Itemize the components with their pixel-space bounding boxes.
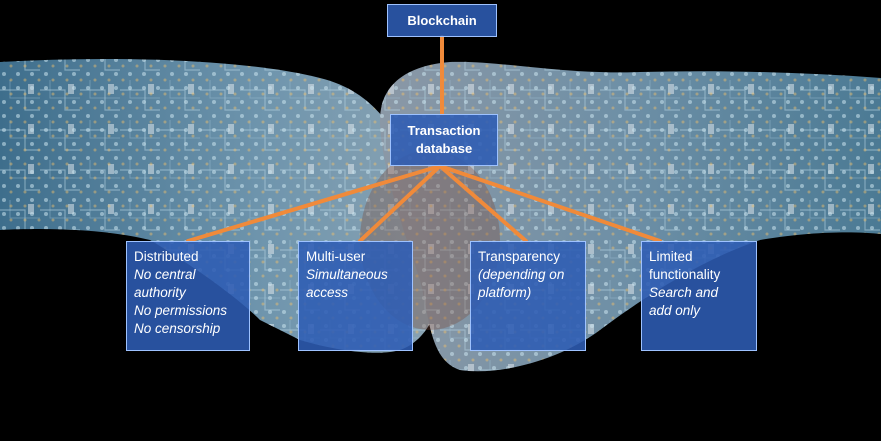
feature-detail: No central: [134, 267, 196, 282]
feature-detail: Search and: [649, 285, 719, 300]
feature-title: Distributed: [134, 249, 199, 264]
feature-detail: platform): [478, 285, 532, 300]
feature-limited-functionality: Limited functionality Search and add onl…: [641, 241, 757, 351]
connector-distributed: [186, 164, 442, 243]
feature-detail: No permissions: [134, 303, 228, 318]
transaction-database-label-line1: Transaction: [407, 123, 481, 138]
feature-title-line2: functionality: [649, 267, 721, 282]
feature-title: Multi-user: [306, 249, 366, 264]
feature-multi-user: Multi-user Simultaneous access: [298, 241, 413, 351]
blockchain-label: Blockchain: [407, 13, 477, 28]
feature-detail: (depending on: [478, 267, 565, 282]
feature-detail: No censorship: [134, 321, 221, 336]
transaction-database-node: Transaction database: [390, 114, 498, 166]
feature-distributed: Distributed No central authority No perm…: [126, 241, 250, 351]
feature-detail: access: [306, 285, 349, 300]
transaction-database-label-line2: database: [415, 141, 473, 156]
feature-title: Limited: [649, 249, 693, 264]
connector-multiuser: [358, 164, 442, 243]
blockchain-node: Blockchain: [387, 4, 497, 37]
feature-detail: Simultaneous: [306, 267, 388, 282]
connector-limited: [438, 164, 662, 243]
feature-detail: add only: [649, 303, 701, 318]
connector-lines: [186, 35, 662, 243]
connector-transparency: [438, 164, 528, 243]
feature-transparency: Transparency (depending on platform): [470, 241, 586, 351]
feature-title: Transparency: [478, 249, 561, 264]
feature-detail: authority: [134, 285, 186, 300]
